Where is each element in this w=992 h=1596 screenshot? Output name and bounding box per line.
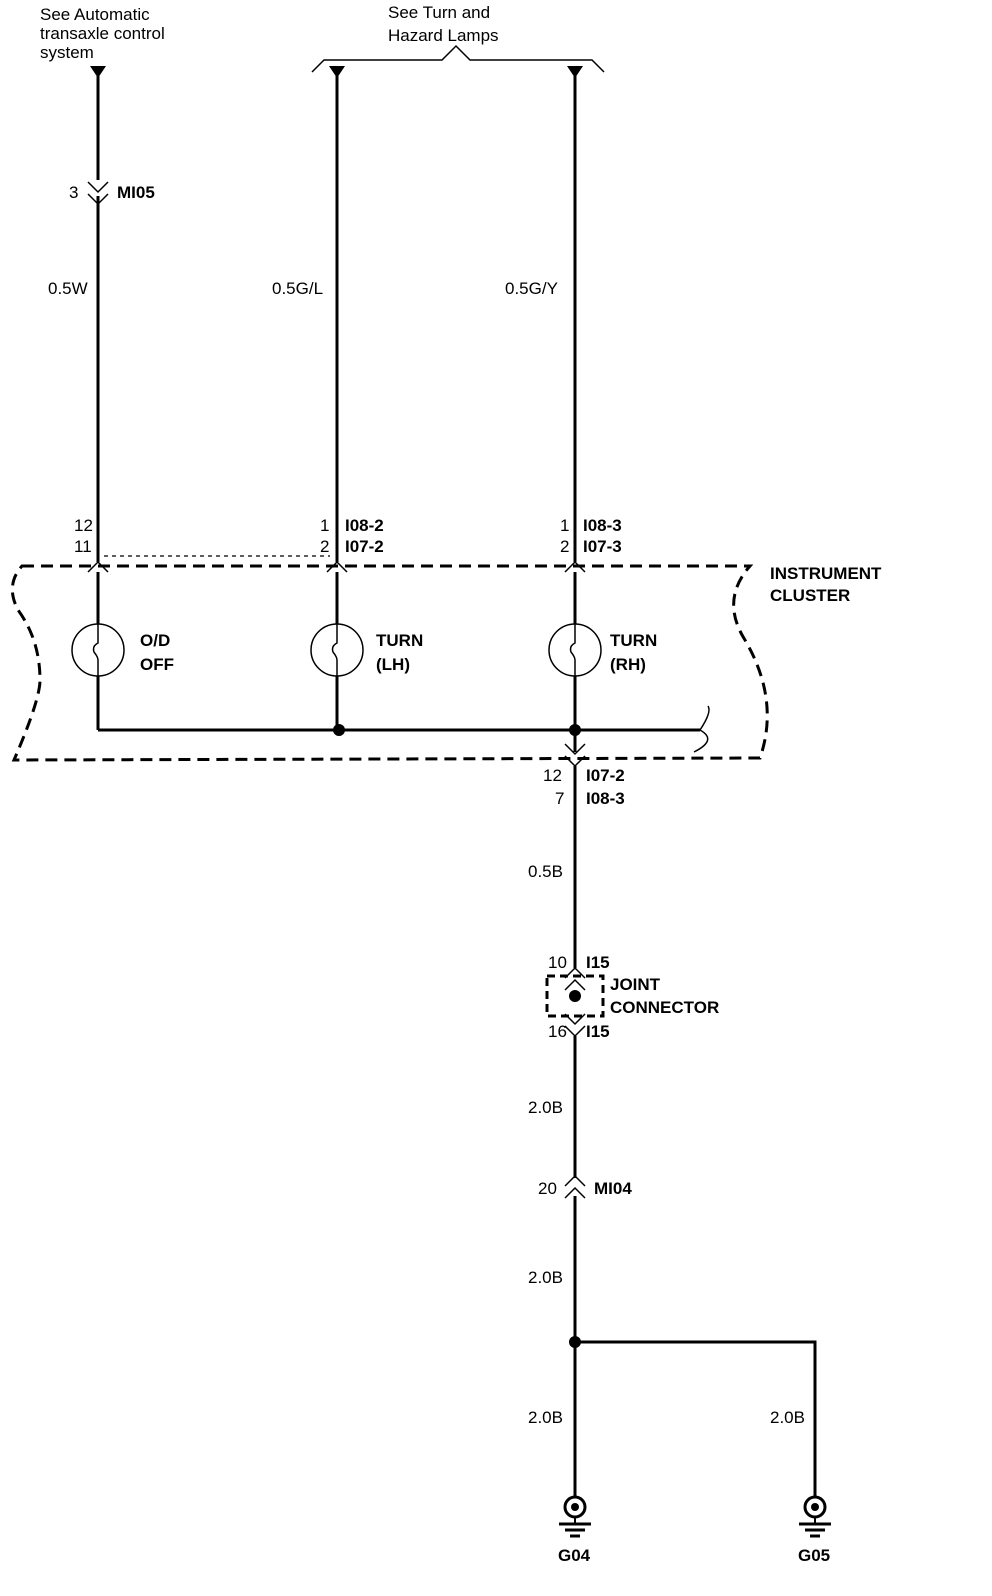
pin-label: 12 — [74, 516, 93, 535]
wire-color-20b: 2.0B — [770, 1408, 805, 1427]
instrument-cluster-label: INSTRUMENT CLUSTER — [770, 564, 882, 605]
pin-label: 7 — [555, 789, 564, 808]
joint-top-chevron-icon — [564, 966, 586, 991]
pin-label: 10 — [548, 953, 567, 972]
lamp-label-line-2: (RH) — [610, 655, 646, 674]
connector-label: I15 — [586, 953, 610, 972]
turn-lh-arrow-icon — [329, 66, 345, 78]
wire-color-20b: 2.0B — [528, 1408, 563, 1427]
joint-connector-box — [545, 974, 605, 1018]
atcs-line-1: See Automatic — [40, 5, 150, 24]
lamp-turn-rh: TURN (RH) — [548, 572, 657, 730]
lamp-label-line-1: O/D — [140, 631, 170, 650]
pin-label: 16 — [548, 1022, 567, 1041]
connector-label: I08-3 — [583, 516, 622, 535]
connector-chevron-icon — [326, 560, 348, 573]
mi04-pin: 20 — [538, 1179, 557, 1198]
turn-line-1: See Turn and — [388, 3, 490, 22]
mi05-connector-label: MI05 — [117, 183, 155, 202]
connector-label: I08-2 — [345, 516, 384, 535]
pin-label: 2 — [560, 537, 569, 556]
mi05-pin: 3 — [69, 183, 78, 202]
connector-label: I15 — [586, 1022, 610, 1041]
pin-label: 2 — [320, 537, 329, 556]
turn-rh-arrow-icon — [567, 66, 583, 78]
connector-label: I07-2 — [586, 766, 625, 785]
joint-dot — [569, 990, 581, 1002]
splice-dot — [333, 724, 345, 736]
mi04-connector-icon — [564, 1174, 586, 1199]
cluster-pins-od: 12 11 — [74, 516, 93, 556]
joint-label-line-2: CONNECTOR — [610, 998, 719, 1017]
mi04-connector-label: MI04 — [594, 1179, 632, 1198]
pin-label: 12 — [543, 766, 562, 785]
connector-chevron-icon — [564, 560, 586, 573]
connector-label: I07-3 — [583, 537, 622, 556]
turn-line-2: Hazard Lamps — [388, 26, 499, 45]
lamp-od-off: O/D OFF — [71, 572, 174, 730]
cluster-pins-lh: 1 2 I08-2 I07-2 — [320, 516, 384, 556]
connector-chevron-icon — [87, 560, 109, 573]
cluster-label-line-1: INSTRUMENT — [770, 564, 882, 583]
instrument-cluster-outline — [10, 564, 769, 762]
lamp-label-line-1: TURN — [376, 631, 423, 650]
wire-color-20b: 2.0B — [528, 1098, 563, 1117]
wire-color-gl: 0.5G/L — [272, 279, 323, 298]
turn-hazard-reference-label: See Turn and Hazard Lamps — [388, 3, 499, 45]
joint-label-line-1: JOINT — [610, 975, 661, 994]
wire-color-gy: 0.5G/Y — [505, 279, 558, 298]
pin-label: 11 — [74, 537, 92, 556]
ground-g04-icon — [559, 1495, 591, 1538]
connector-label: I08-3 — [586, 789, 625, 808]
connector-label: I07-2 — [345, 537, 384, 556]
bus-continuation-icon — [693, 705, 710, 753]
wire-color-20b: 2.0B — [528, 1268, 563, 1287]
atcs-line-3: system — [40, 43, 94, 62]
cluster-pins-rh: 1 2 I08-3 I07-3 — [560, 516, 622, 556]
wire-g05-branch — [575, 1340, 817, 1500]
atcs-line-2: transaxle control — [40, 24, 165, 43]
turn-hazard-brace — [311, 44, 605, 73]
lamp-turn-lh: TURN (LH) — [310, 572, 423, 730]
lamp-label-line-2: (LH) — [376, 655, 410, 674]
atcs-arrow-icon — [90, 66, 106, 78]
ground-g05-icon — [799, 1495, 831, 1538]
wire-color-w: 0.5W — [48, 279, 88, 298]
pin-label: 1 — [320, 516, 329, 535]
lamp-label-line-1: TURN — [610, 631, 657, 650]
cluster-label-line-2: CLUSTER — [770, 586, 850, 605]
pin-label: 1 — [560, 516, 569, 535]
lamp-label-line-2: OFF — [140, 655, 174, 674]
ground-g05-label: G05 — [798, 1546, 830, 1565]
ground-g04-label: G04 — [558, 1546, 591, 1565]
atcs-reference-label: See Automatic transaxle control system — [40, 5, 165, 62]
wire-color-05b: 0.5B — [528, 862, 563, 881]
